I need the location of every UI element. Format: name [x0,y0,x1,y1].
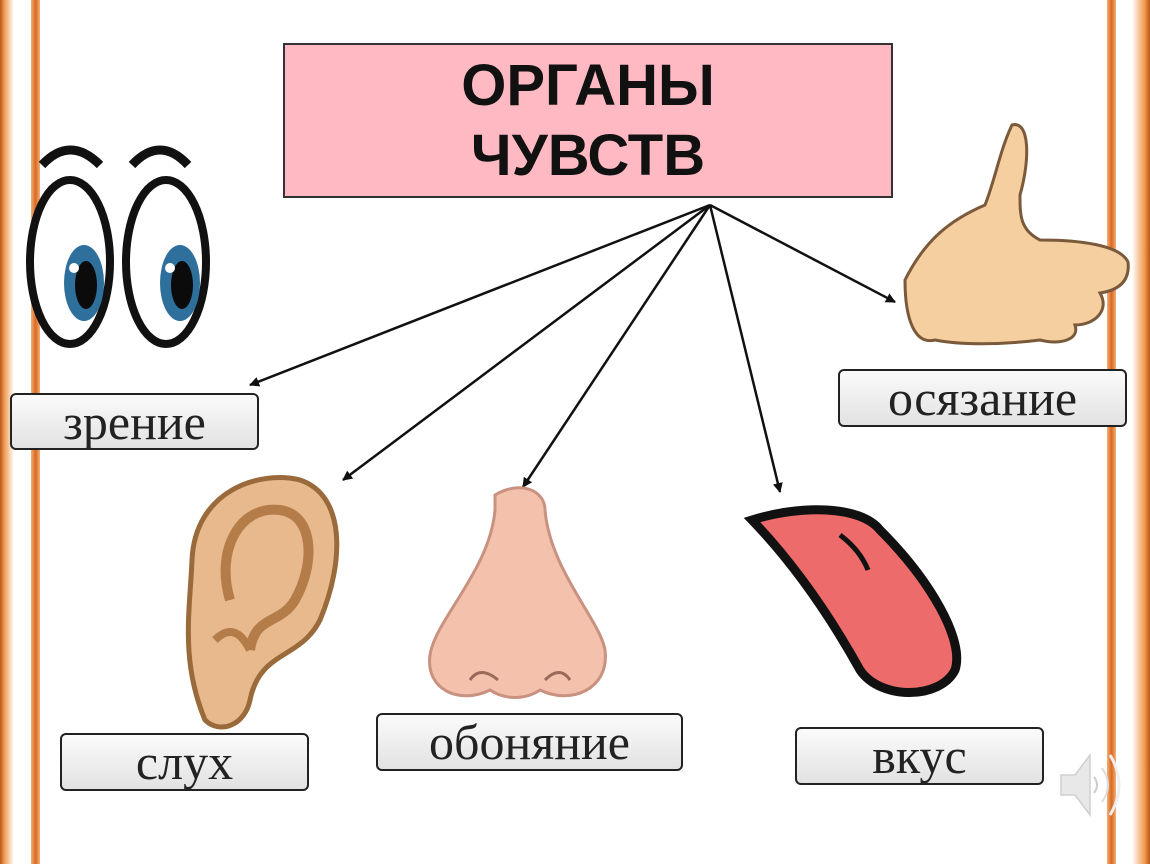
right-border-line [1107,0,1116,864]
title-box: ОРГАНЫ ЧУВСТВ [283,43,893,198]
label-taste: вкус [795,727,1044,785]
hand-icon [903,123,1130,346]
title-line-1: ОРГАНЫ [461,52,715,118]
speaker-icon [1060,752,1121,818]
eyes-icon [26,145,210,348]
tongue-icon [743,505,962,697]
label-vision: зрение [10,393,259,450]
title-line-2: ЧУВСТВ [470,122,706,188]
arrows [249,203,896,493]
left-border [0,0,14,864]
arrow-to-vision [249,203,711,387]
label-hearing: слух [60,733,309,791]
nose-icon [428,486,607,699]
ear-icon [185,475,340,730]
right-border [1132,0,1150,864]
label-smell: обоняние [376,713,683,771]
label-touch: осязание [838,369,1127,427]
arrow-to-hearing [342,203,711,482]
arrow-to-touch [709,203,896,304]
arrow-to-smell [521,204,712,488]
arrow-to-taste [708,204,783,493]
